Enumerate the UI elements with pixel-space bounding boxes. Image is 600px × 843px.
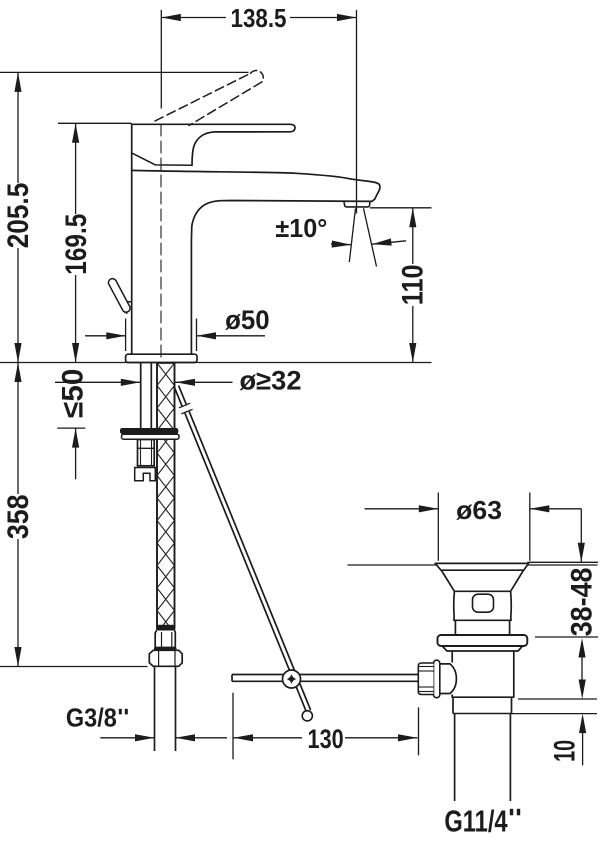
svg-text:205.5: 205.5 (2, 183, 35, 249)
svg-text:110: 110 (397, 264, 430, 305)
svg-text:138.5: 138.5 (231, 3, 287, 33)
svg-text:ø50: ø50 (225, 305, 270, 335)
svg-text:130: 130 (308, 724, 344, 754)
svg-text:≤50: ≤50 (57, 369, 90, 418)
svg-text:±10°: ±10° (275, 213, 327, 243)
svg-text:ø≥32: ø≥32 (240, 365, 302, 395)
svg-text:10: 10 (548, 740, 581, 762)
svg-text:358: 358 (2, 494, 35, 539)
svg-text:38-48: 38-48 (565, 568, 598, 637)
svg-text:G3/8: G3/8 (66, 703, 117, 733)
svg-text:G11/4: G11/4 (444, 803, 508, 838)
svg-text:169.5: 169.5 (60, 214, 93, 275)
svg-text:ø63: ø63 (456, 495, 502, 525)
